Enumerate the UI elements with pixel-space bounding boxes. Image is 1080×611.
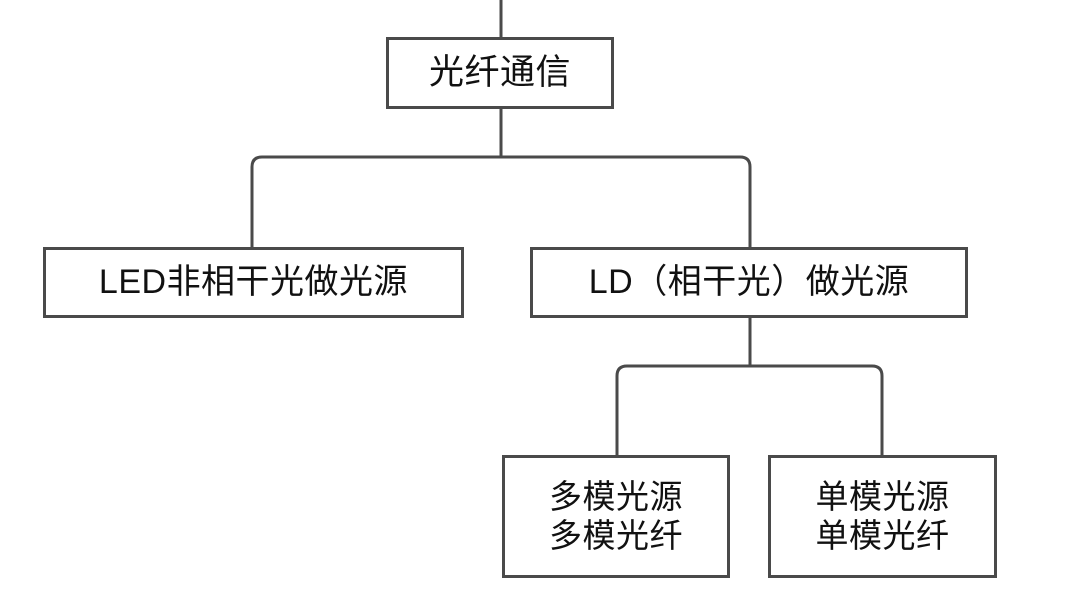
node-ld-line-1: LD（相干光）做光源	[588, 263, 910, 302]
edge-ld-to-singlemode	[750, 364, 884, 455]
node-ld[interactable]: LD（相干光）做光源	[530, 247, 968, 318]
node-led[interactable]: LED非相干光做光源	[43, 247, 464, 318]
node-led-line-1: LED非相干光做光源	[98, 263, 409, 302]
node-root-line-1: 光纤通信	[428, 53, 571, 93]
node-singlemode-line-1: 单模光源	[815, 477, 950, 515]
node-singlemode[interactable]: 单模光源 单模光纤	[768, 455, 997, 578]
node-multimode-line-1: 多模光源	[549, 477, 683, 515]
edge-root-to-led	[250, 155, 501, 247]
node-singlemode-line-2: 单模光纤	[815, 516, 950, 554]
node-multimode-line-2: 多模光纤	[549, 516, 683, 554]
edge-root-to-ld	[501, 155, 752, 247]
node-multimode[interactable]: 多模光源 多模光纤	[502, 455, 730, 578]
node-root[interactable]: 光纤通信	[386, 37, 614, 109]
edge-ld-to-multimode	[615, 364, 750, 455]
